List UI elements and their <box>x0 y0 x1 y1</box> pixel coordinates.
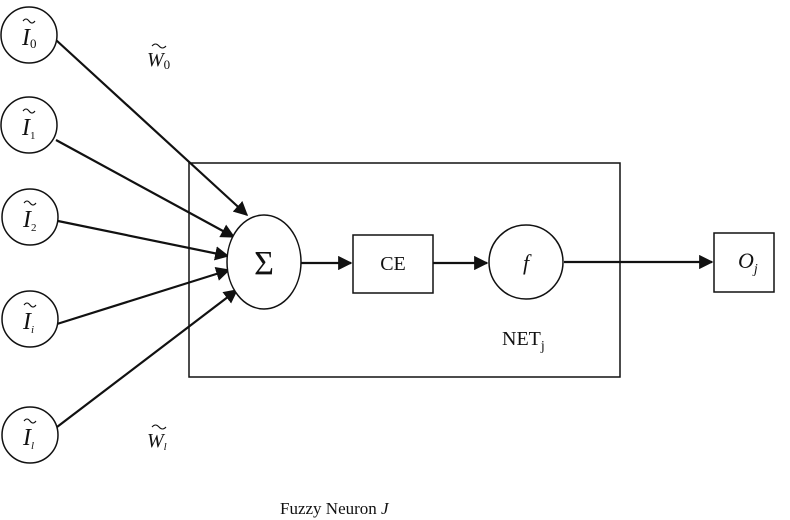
edge-il-sum <box>56 289 239 428</box>
caption: Fuzzy Neuron J <box>280 499 390 518</box>
net-label: NETj <box>502 328 545 354</box>
svg-text:Σ: Σ <box>254 245 274 282</box>
input-node-i1: I1 <box>0 96 58 154</box>
svg-text:W0: W0 <box>147 49 170 72</box>
ce-box: CE <box>352 234 434 294</box>
svg-text:Ii: Ii <box>22 309 34 336</box>
input-node-i0: I0 <box>0 6 58 64</box>
input-node-i2: I2 <box>1 188 59 246</box>
edge-i1-sum <box>55 139 236 238</box>
svg-text:I0: I0 <box>21 25 37 51</box>
output-box: Oj <box>713 232 775 293</box>
activation-node: f <box>488 224 564 300</box>
svg-text:CE: CE <box>380 253 406 275</box>
svg-text:I1: I1 <box>21 115 36 142</box>
svg-text:I2: I2 <box>22 207 37 234</box>
svg-text:Il: Il <box>22 425 34 452</box>
svg-text:Wl: Wl <box>147 430 167 453</box>
net-box <box>188 162 621 378</box>
input-node-il: Il <box>1 406 59 464</box>
svg-text:f: f <box>523 250 532 275</box>
svg-text:Oj: Oj <box>738 248 758 277</box>
input-node-ii: Ii <box>1 290 59 348</box>
edge-i0-sum <box>55 39 249 216</box>
edge-ii-sum <box>56 267 231 326</box>
edge-i2-sum <box>57 219 230 261</box>
sum-node: Σ <box>226 214 302 310</box>
weight-label-wl: Wl <box>147 424 167 453</box>
weight-label-w0: W0 <box>147 43 170 72</box>
